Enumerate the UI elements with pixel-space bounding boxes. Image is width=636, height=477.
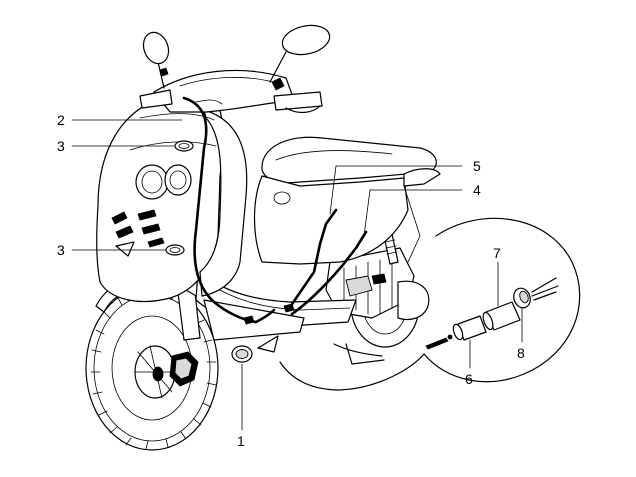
callout-3-upper: 3 <box>57 138 65 154</box>
leader-lines <box>71 119 523 431</box>
cable-joint <box>254 308 276 324</box>
callout-7: 7 <box>493 245 501 261</box>
callout-6: 6 <box>465 371 473 387</box>
front-cable-run <box>182 96 258 324</box>
callout-8: 8 <box>517 345 525 361</box>
callout-4: 4 <box>473 182 481 198</box>
grommets <box>165 140 253 363</box>
front-body-shield <box>96 91 248 303</box>
detail-circle <box>279 217 581 391</box>
callout-2: 2 <box>57 112 65 128</box>
rear-cable-run-5 <box>286 208 338 312</box>
cable-routing <box>182 96 368 353</box>
rear-cable-run-4 <box>290 230 368 316</box>
front-wheel <box>85 285 219 451</box>
callout-3-lower: 3 <box>57 242 65 258</box>
callout-1: 1 <box>237 433 245 449</box>
rear-body-seat <box>253 136 441 265</box>
callout-5: 5 <box>473 158 481 174</box>
handlebar-assembly <box>139 24 331 114</box>
callout-labels: 2 3 3 1 5 4 6 7 8 <box>57 112 525 449</box>
